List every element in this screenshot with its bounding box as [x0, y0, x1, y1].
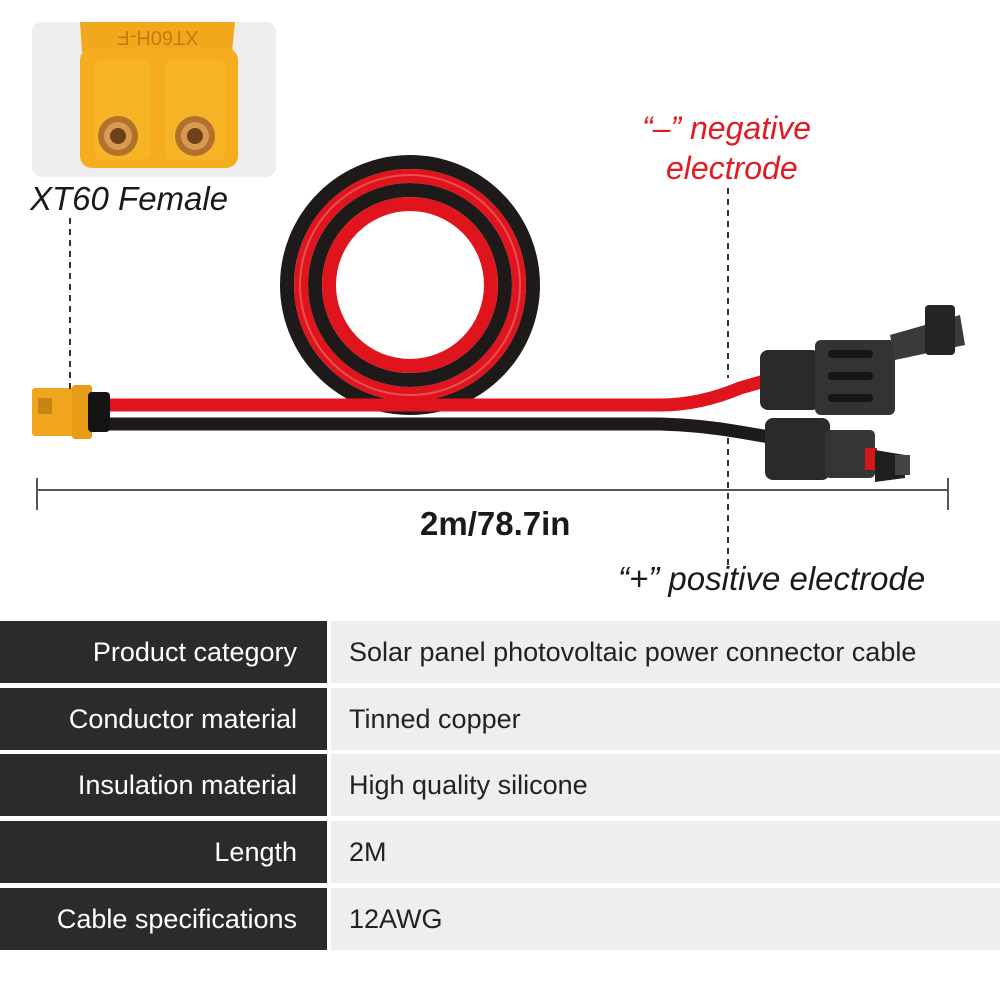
spec-key: Conductor material — [0, 688, 327, 750]
spec-key: Product category — [0, 621, 327, 683]
negative-label-line2: electrode — [666, 150, 798, 186]
xt60-connector-icon — [32, 385, 110, 439]
product-illustration: XT60H-F — [30, 22, 965, 597]
cable-drawing: XT60H-F — [32, 22, 965, 568]
xt60-inset-connector-icon: XT60H-F — [80, 22, 238, 168]
black-wire — [95, 417, 777, 445]
spec-value: 12AWG — [331, 888, 1000, 950]
xt60-female-label: XT60 Female — [30, 180, 229, 217]
spec-value: Tinned copper — [331, 688, 1000, 750]
spec-key: Length — [0, 821, 327, 883]
spec-key: Cable specifications — [0, 888, 327, 950]
xt60-marking: XT60H-F — [117, 26, 198, 48]
mc4-male-connector-icon — [765, 418, 910, 482]
spec-value: Solar panel photovoltaic power connector… — [331, 621, 1000, 683]
positive-electrode-label: “+” positive electrode — [618, 560, 926, 597]
spec-value: 2M — [331, 821, 1000, 883]
spec-row-product-category: Product category Solar panel photovoltai… — [0, 621, 1000, 683]
spec-value: High quality silicone — [331, 754, 1000, 816]
negative-label-line1: “–” negative — [642, 110, 811, 146]
negative-electrode-label: “–” negative electrode — [642, 108, 811, 188]
spec-row-cable-specifications: Cable specifications 12AWG — [0, 888, 1000, 950]
cable-length-label: 2m/78.7in — [420, 505, 571, 542]
cable-coil — [280, 155, 540, 415]
spec-row-insulation-material: Insulation material High quality silicon… — [0, 754, 1000, 816]
red-wire — [95, 371, 777, 412]
spec-key: Insulation material — [0, 754, 327, 816]
dimension-line — [36, 478, 949, 510]
spec-row-length: Length 2M — [0, 821, 1000, 883]
mc4-female-connector-icon — [760, 305, 965, 415]
spec-row-conductor-material: Conductor material Tinned copper — [0, 688, 1000, 750]
